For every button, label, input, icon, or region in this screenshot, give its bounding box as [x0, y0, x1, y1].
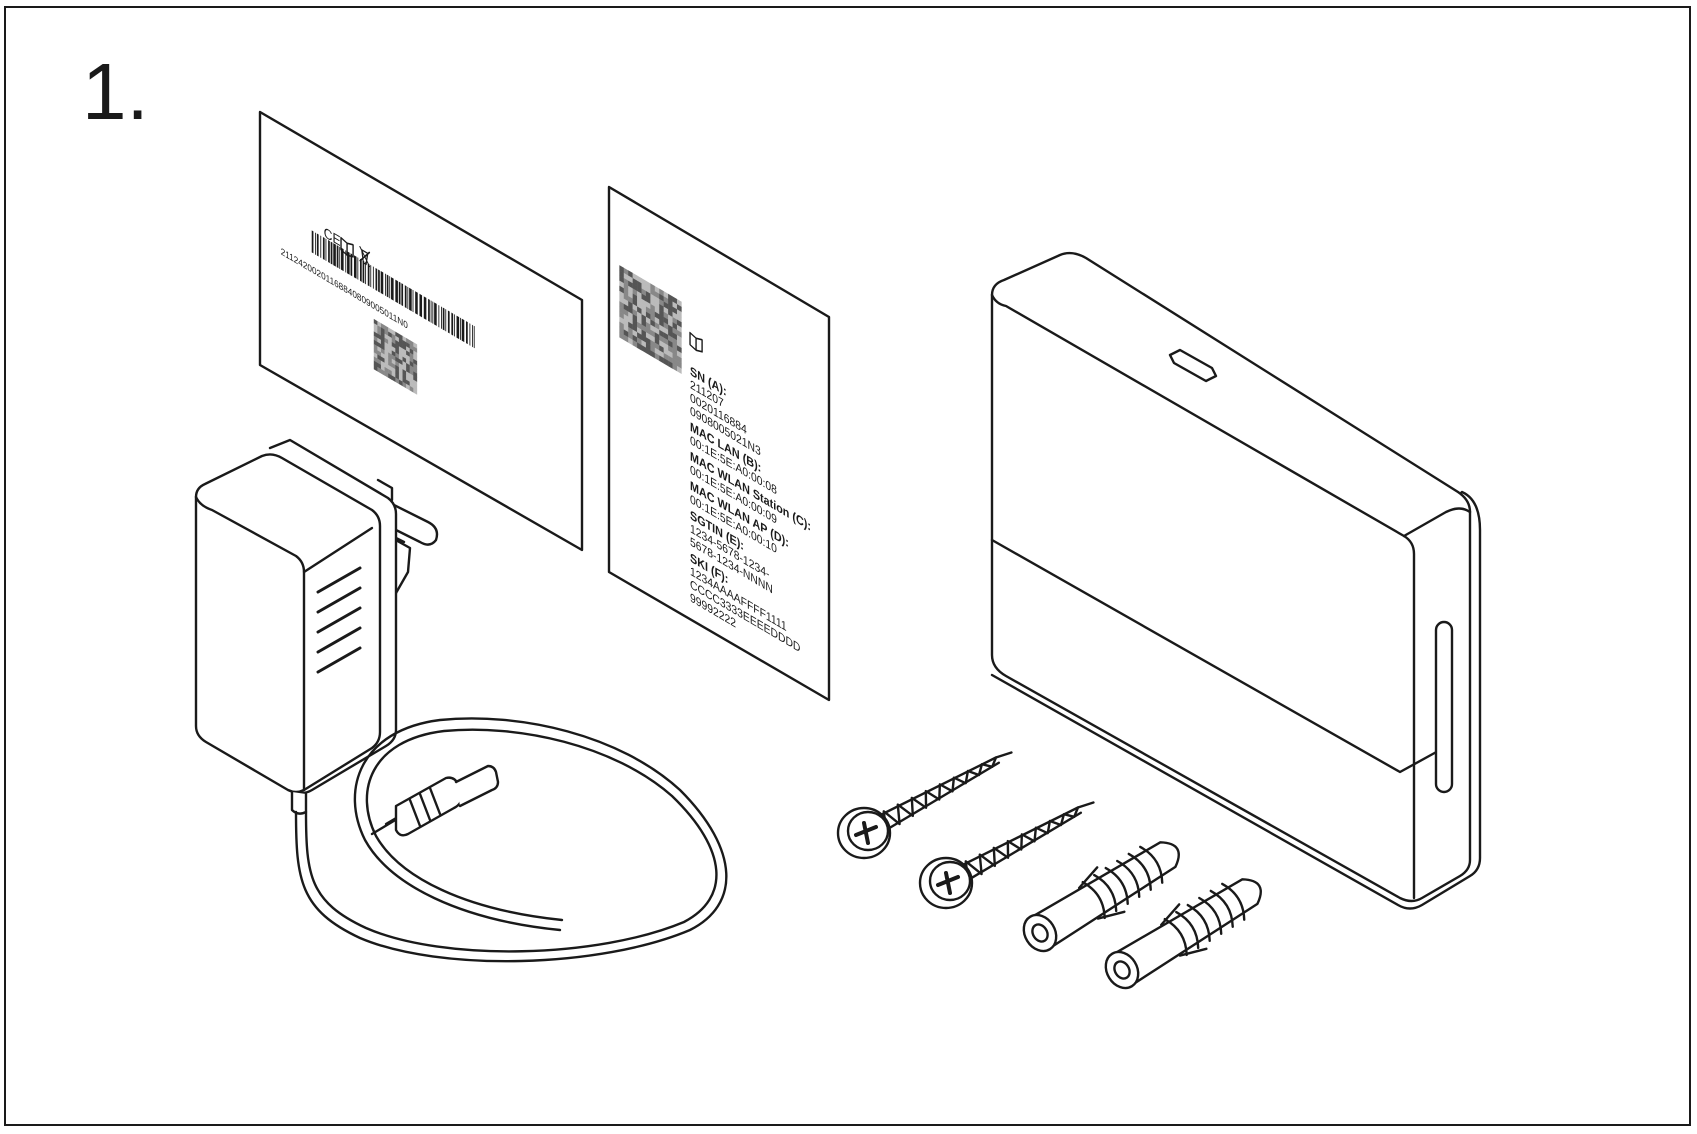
dc-barrel-plug [394, 764, 500, 837]
reset-button [1168, 348, 1218, 383]
dowel-end [1022, 913, 1058, 953]
manual-icon [340, 236, 354, 258]
label-card: CE 21124200201168840809005011N0 [258, 110, 584, 552]
side-slot [1434, 620, 1454, 794]
vent-slots [316, 566, 362, 674]
dowel-end [1104, 950, 1140, 990]
wall-plug [1104, 878, 1262, 990]
dowel-body [1029, 841, 1180, 950]
manual-icon [689, 331, 703, 353]
qr-code [373, 318, 418, 395]
gateway-device [990, 251, 1482, 910]
power-cable [294, 717, 728, 963]
qr-code [619, 265, 682, 375]
dowel-body [1111, 878, 1262, 987]
diagram-frame [4, 6, 1691, 1126]
barcode [311, 230, 475, 349]
power-adapter [194, 438, 439, 815]
step-number: 1. [82, 47, 149, 136]
screw [918, 801, 1095, 910]
screw [836, 751, 1013, 860]
wall-plug [1022, 841, 1180, 953]
disposal-icon [359, 246, 371, 268]
